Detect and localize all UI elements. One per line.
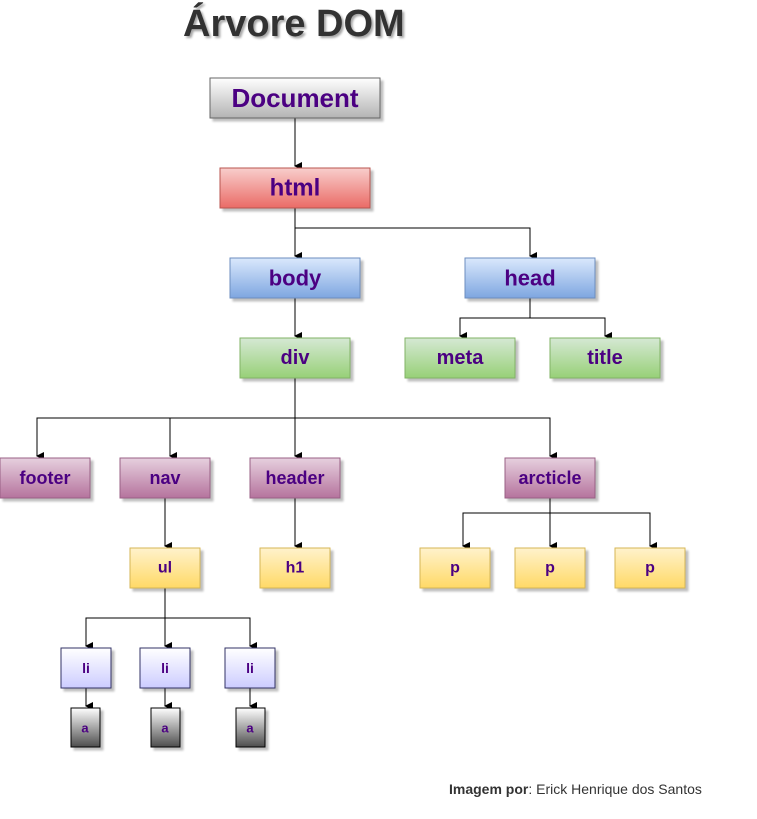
node-nav-label: nav — [149, 468, 180, 488]
node-title-label: title — [587, 347, 623, 369]
node-footer: footer — [0, 457, 91, 499]
node-head-label: head — [504, 266, 555, 291]
node-p1: p — [419, 547, 491, 589]
credit-label: Imagem por — [449, 781, 529, 797]
edge-head-title — [530, 317, 612, 340]
node-li1: li — [60, 647, 112, 689]
node-nav: nav — [119, 457, 211, 499]
node-p3-label: p — [645, 560, 655, 577]
node-h1: h1 — [259, 547, 331, 589]
node-li2-label: li — [161, 660, 169, 676]
node-arcticle-label: arcticle — [518, 468, 581, 488]
node-html-label: html — [270, 175, 321, 202]
node-html: html — [219, 167, 371, 209]
node-document: Document — [209, 77, 381, 119]
node-li3-label: li — [246, 660, 254, 676]
node-li3: li — [224, 647, 276, 689]
node-li2: li — [139, 647, 191, 689]
node-a2: a — [150, 707, 181, 748]
node-body: body — [229, 257, 361, 299]
node-body-label: body — [269, 266, 322, 291]
node-title: title — [549, 337, 661, 379]
edge-head-meta — [459, 298, 531, 340]
node-p1-label: p — [450, 560, 460, 577]
edge-ul-li3 — [165, 617, 257, 650]
node-header-label: header — [265, 468, 324, 488]
edge-html-head — [295, 227, 537, 260]
node-a3-label: a — [246, 721, 254, 736]
edge-ul-li1 — [85, 617, 165, 650]
image-credit: Imagem por: Erick Henrique dos Santos — [449, 781, 702, 797]
node-div: div — [239, 337, 351, 379]
edge-arcticle-p1 — [462, 512, 550, 550]
credit-separator: : — [528, 781, 533, 797]
edge-div-arcticle — [295, 417, 557, 460]
node-ul-label: ul — [158, 560, 172, 577]
edges — [36, 118, 657, 710]
node-a1-label: a — [81, 721, 89, 736]
node-document-label: Document — [231, 83, 358, 113]
node-a2-label: a — [161, 721, 169, 736]
edge-div-footer — [36, 417, 295, 460]
node-a3: a — [235, 707, 266, 748]
node-ul: ul — [129, 547, 201, 589]
node-div-label: div — [281, 347, 311, 369]
node-head: head — [464, 257, 596, 299]
edge-arcticle-p3 — [550, 512, 657, 550]
node-a1: a — [70, 707, 101, 748]
credit-author: Erick Henrique dos Santos — [532, 781, 702, 797]
diagram-title: Árvore DOM — [183, 1, 405, 45]
node-arcticle: arcticle — [504, 457, 596, 499]
node-p3: p — [614, 547, 686, 589]
node-h1-label: h1 — [286, 560, 305, 577]
node-meta: meta — [404, 337, 516, 379]
node-p2: p — [514, 547, 586, 589]
node-footer-label: footer — [20, 468, 71, 488]
node-meta-label: meta — [437, 347, 485, 369]
node-header: header — [249, 457, 341, 499]
node-li1-label: li — [82, 660, 90, 676]
node-p2-label: p — [545, 560, 555, 577]
